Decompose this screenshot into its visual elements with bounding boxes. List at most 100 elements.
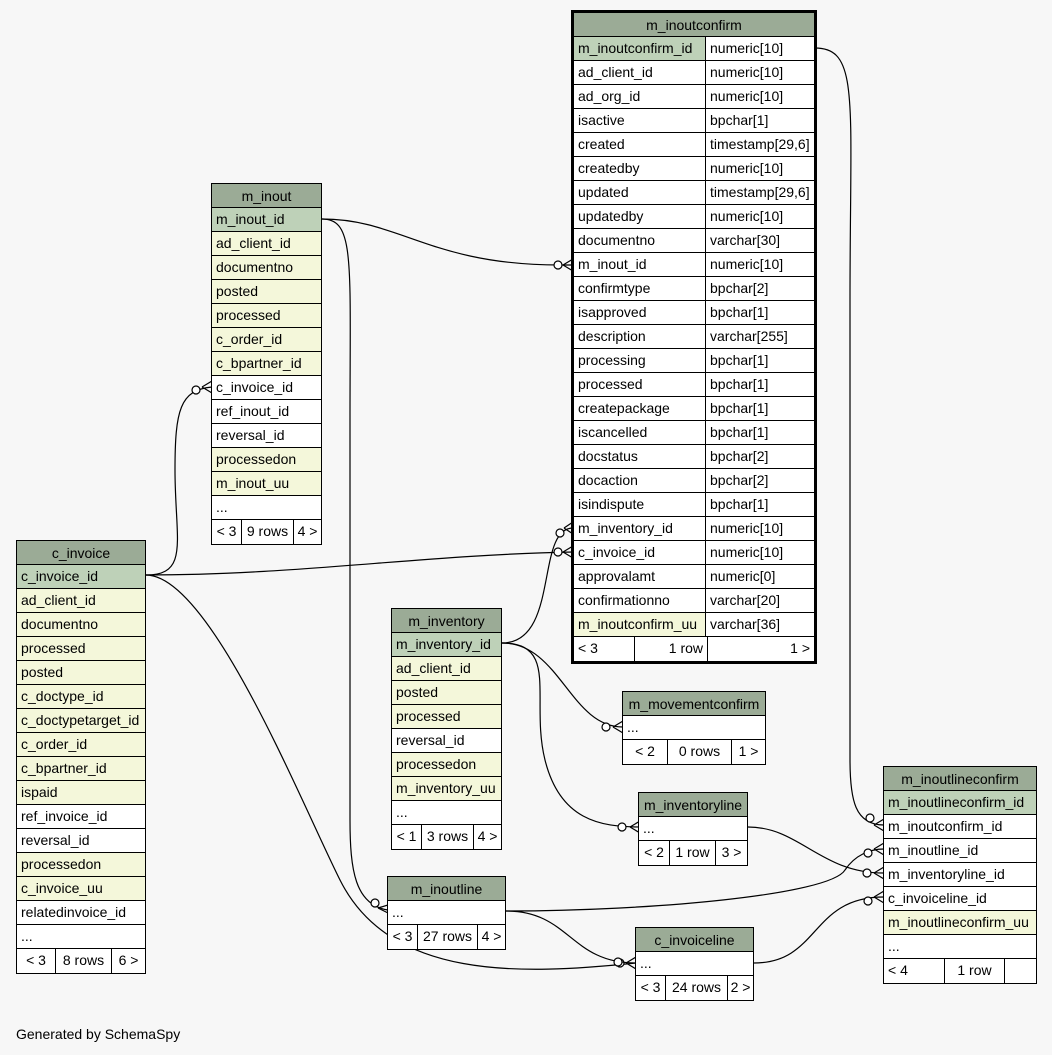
column-row[interactable]: c_invoiceline_id <box>884 887 1036 911</box>
column-row[interactable]: documentno <box>17 613 145 637</box>
column-row[interactable]: posted <box>212 280 321 304</box>
column-row[interactable]: reversal_id <box>212 424 321 448</box>
children-link[interactable]: 2 > <box>727 976 753 1000</box>
column-row[interactable]: ad_client_id <box>212 232 321 256</box>
column-row[interactable]: ... <box>388 901 505 925</box>
column-row[interactable]: m_inout_uu <box>212 472 321 496</box>
column-row[interactable]: ... <box>623 716 765 740</box>
table-m-inoutline[interactable]: m_inoutline ... < 3 27 rows 4 > <box>387 876 506 950</box>
parents-link[interactable]: < 1 <box>396 828 417 844</box>
column-row[interactable]: c_bpartner_id <box>17 757 145 781</box>
column-row[interactable]: posted <box>392 681 501 705</box>
column-row[interactable]: posted <box>17 661 145 685</box>
column-row[interactable]: c_doctype_id <box>17 685 145 709</box>
column-row[interactable]: c_invoice_id <box>212 376 321 400</box>
parents-link[interactable]: < 3 <box>216 523 237 539</box>
table-header[interactable]: m_inoutline <box>388 877 505 901</box>
column-row[interactable]: ref_inout_id <box>212 400 321 424</box>
column-row[interactable]: c_invoice_id <box>17 565 145 589</box>
column-row[interactable]: m_inoutlineconfirm_uu <box>884 911 1036 935</box>
table-header[interactable]: m_movementconfirm <box>623 692 765 716</box>
column-row[interactable]: m_inoutconfirm_id <box>884 815 1036 839</box>
column-row[interactable]: ... <box>212 496 321 520</box>
column-row[interactable]: c_doctypetarget_id <box>17 709 145 733</box>
column-row[interactable]: m_inoutlineconfirm_id <box>884 791 1036 815</box>
table-m-movementconfirm[interactable]: m_movementconfirm ... < 2 0 rows 1 > <box>622 691 766 765</box>
column-row[interactable]: m_inoutline_id <box>884 839 1036 863</box>
table-header[interactable]: m_inoutlineconfirm <box>884 767 1036 791</box>
column-row[interactable]: processed <box>212 304 321 328</box>
column-row[interactable]: c_order_id <box>17 733 145 757</box>
table-header[interactable]: c_invoice <box>17 541 145 565</box>
column-row[interactable]: ... <box>639 817 747 841</box>
children-link[interactable]: 4 > <box>477 925 505 949</box>
column-row[interactable]: c_bpartner_id <box>212 352 321 376</box>
column-row[interactable]: m_inventoryline_id <box>884 863 1036 887</box>
table-header[interactable]: m_inventory <box>392 609 501 633</box>
column-row[interactable]: ... <box>17 925 145 949</box>
column-row[interactable]: processedon <box>17 853 145 877</box>
column-row[interactable]: m_inventory_id <box>392 633 501 657</box>
column-row[interactable]: reversal_id <box>17 829 145 853</box>
table-m-inventoryline[interactable]: m_inventoryline ... < 2 1 row 3 > <box>638 792 748 866</box>
table-c-invoiceline[interactable]: c_invoiceline ... < 3 24 rows 2 > <box>635 927 754 1001</box>
table-header[interactable]: m_inout <box>212 184 321 208</box>
children-link[interactable]: 3 > <box>715 841 747 865</box>
column-row[interactable]: reversal_id <box>392 729 501 753</box>
column-row[interactable]: relatedinvoice_id <box>17 901 145 925</box>
parents-link[interactable]: < 3 <box>578 640 598 656</box>
column-row[interactable]: c_invoice_uu <box>17 877 145 901</box>
table-header[interactable]: c_invoiceline <box>636 928 753 952</box>
column-row[interactable]: processedon <box>392 753 501 777</box>
column-row[interactable]: ... <box>884 935 1036 959</box>
column-row[interactable]: ad_client_id <box>17 589 145 613</box>
column-row[interactable]: ... <box>636 952 753 976</box>
column-row[interactable]: documentno <box>212 256 321 280</box>
table-header[interactable]: m_inventoryline <box>639 793 747 817</box>
column-row[interactable]: processedon <box>212 448 321 472</box>
column-row[interactable]: processed <box>392 705 501 729</box>
column-row[interactable]: ispaid <box>17 781 145 805</box>
table-header[interactable]: m_inoutconfirm <box>574 13 814 37</box>
column-row[interactable]: m_inout_id <box>212 208 321 232</box>
column-row[interactable]: c_order_id <box>212 328 321 352</box>
children-link[interactable]: 6 > <box>111 949 145 973</box>
children-link[interactable] <box>1004 959 1036 983</box>
column-row[interactable]: ref_invoice_id <box>17 805 145 829</box>
children-link[interactable]: 4 > <box>473 825 501 849</box>
children-link[interactable]: 4 > <box>293 520 321 544</box>
table-m-inoutlineconfirm[interactable]: m_inoutlineconfirm m_inoutlineconfirm_id… <box>883 766 1037 984</box>
column-row[interactable]: processed <box>17 637 145 661</box>
parents-link[interactable]: < 2 <box>635 743 655 759</box>
children-link[interactable]: 1 > <box>731 740 765 764</box>
parents-link[interactable]: < 3 <box>640 979 661 995</box>
